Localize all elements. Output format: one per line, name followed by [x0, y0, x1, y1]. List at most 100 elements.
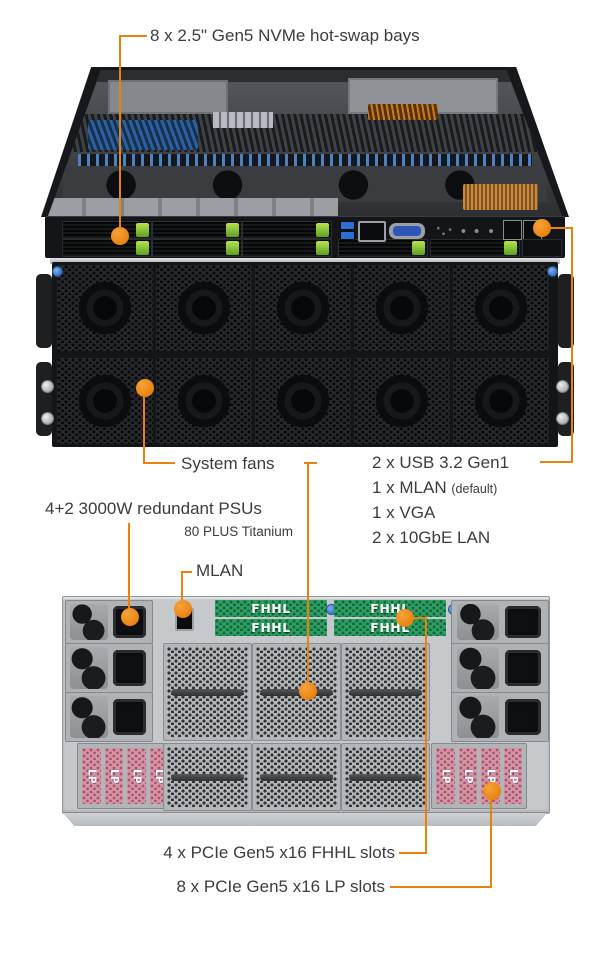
fan-module — [255, 265, 351, 351]
rear-chassis-lip — [62, 812, 548, 826]
label-fhhl-slots: 4 x PCIe Gen5 x16 FHHL slots — [163, 843, 395, 862]
screw-icon — [557, 381, 568, 392]
fan-module — [57, 265, 153, 351]
label-mlan-suffix: (default) — [451, 482, 498, 496]
drive-bay — [430, 239, 520, 257]
screw-icon — [548, 267, 557, 276]
callout-line-io — [546, 227, 573, 229]
fhhl-slot-label: FHHL — [251, 620, 291, 635]
callout-line-nvme — [119, 35, 121, 231]
label-nvme-bays: 8 x 2.5" Gen5 NVMe hot-swap bays — [150, 26, 420, 45]
drive-bay-latch — [316, 223, 329, 237]
label-system-fans: System fans — [181, 454, 275, 473]
screw-icon — [53, 267, 62, 276]
lp-slot-cover: LP — [104, 748, 123, 804]
callout-dot-mlan — [174, 600, 192, 618]
rack-handle — [558, 274, 574, 348]
psu-module — [65, 600, 153, 644]
rear-fan-panel — [252, 643, 341, 741]
psu-module — [451, 643, 549, 693]
internals-blue-cables — [88, 120, 198, 150]
drive-bay-latch — [412, 241, 425, 255]
front-panel-block — [522, 239, 562, 257]
internals-colored-wires — [368, 104, 438, 120]
label-usb-text: 2 x USB 3.2 Gen1 — [372, 453, 510, 472]
drive-bay — [62, 239, 152, 257]
fhhl-slot-cover: FHHL — [334, 619, 446, 636]
label-lp-slots: 8 x PCIe Gen5 x16 LP slots — [176, 877, 385, 896]
fhhl-slot-group: FHHL FHHL — [334, 600, 446, 638]
label-mlan: MLAN — [196, 561, 244, 580]
callout-line-lp — [490, 796, 492, 888]
callout-line-fans — [143, 462, 175, 464]
fhhl-slot-cover: FHHL — [215, 600, 327, 617]
callout-dot-psu — [121, 608, 139, 626]
callout-line-nvme — [119, 35, 147, 37]
fhhl-slot-cover: FHHL — [334, 600, 446, 617]
fan-module — [156, 265, 252, 351]
lp-slot-label: LP — [85, 768, 98, 784]
lan-port-10gbe — [503, 220, 522, 240]
label-psu-sub: 80 PLUS Titanium — [184, 524, 293, 539]
label-psu: 4+2 3000W redundant PSUs — [45, 499, 262, 518]
callout-dot-nvme — [111, 227, 129, 245]
rack-handle — [36, 274, 52, 348]
lp-slot-label: LP — [152, 768, 165, 784]
lp-slot-cover: LP — [436, 748, 455, 804]
rear-fan-panel — [341, 743, 430, 811]
lp-slot-label: LP — [439, 768, 452, 784]
drive-bay — [152, 239, 242, 257]
label-usb: 2 x USB 3.2 Gen1 — [372, 452, 509, 473]
usb-port — [341, 232, 354, 239]
callout-line-lp — [390, 886, 492, 888]
psu-module — [65, 692, 153, 742]
fan-module — [57, 358, 153, 444]
drive-bay — [242, 221, 332, 239]
callout-dot-fhhl — [396, 609, 414, 627]
callout-dot-io — [533, 219, 551, 237]
fan-module — [453, 265, 549, 351]
screw-icon — [327, 605, 336, 614]
front-internals — [48, 70, 562, 216]
callout-line-fans — [143, 392, 145, 464]
internals-silver-connectors — [213, 112, 273, 128]
fhhl-slot-cover: FHHL — [215, 619, 327, 636]
drive-bay — [152, 221, 242, 239]
drive-bay-latch — [226, 241, 239, 255]
fhhl-slot-label: FHHL — [251, 601, 291, 616]
rear-fan-panel — [252, 743, 341, 811]
label-mlan-text: 1 x MLAN — [372, 478, 447, 497]
callout-dot-fans — [136, 379, 154, 397]
drive-bay-latch — [226, 223, 239, 237]
callout-dot-lp — [483, 782, 501, 800]
label-vga-text: 1 x VGA — [372, 503, 436, 522]
lp-slot-group: LP LP LP LP — [77, 743, 173, 809]
lp-slot-cover: LP — [82, 748, 101, 804]
front-panel — [45, 216, 565, 258]
drive-bay-latch — [316, 241, 329, 255]
mlan-port-front — [358, 221, 386, 242]
callout-line-mlan — [181, 571, 183, 605]
front-indicator-cluster — [433, 224, 499, 238]
internals-front-shelf — [48, 198, 338, 216]
lp-slot-cover: LP — [127, 748, 146, 804]
internals-shroud-left — [108, 80, 228, 114]
rear-fan-panel — [163, 743, 252, 811]
lp-slot-cover: LP — [458, 748, 477, 804]
label-10gbe-lan: 2 x 10GbE LAN — [372, 527, 490, 548]
callout-line-io — [571, 227, 573, 463]
psu-module — [65, 643, 153, 693]
callout-line-psu — [128, 523, 130, 613]
vga-port-inner — [393, 226, 421, 236]
callout-dot-fans-rear — [299, 682, 317, 700]
callout-line-io — [540, 461, 573, 463]
rack-handle — [36, 362, 52, 436]
fan-module — [255, 358, 351, 444]
screw-icon — [42, 381, 53, 392]
callout-line-fans — [307, 462, 309, 688]
rear-fan-panel — [341, 643, 430, 741]
lp-slot-label: LP — [107, 768, 120, 784]
callout-line-mlan — [181, 571, 192, 573]
drive-bay-latch — [504, 241, 517, 255]
